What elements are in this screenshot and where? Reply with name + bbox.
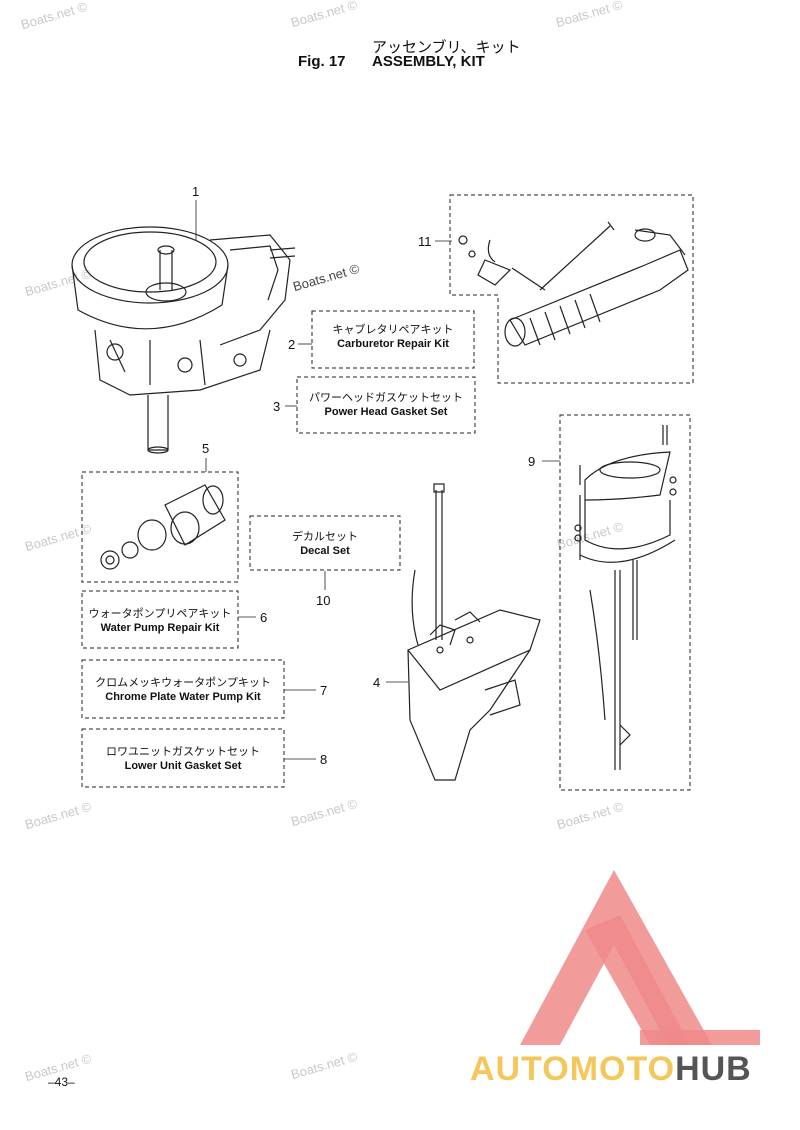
page-number: –43– [48,1075,75,1089]
kit-label-chrome: クロムメッキウォータポンプキット Chrome Plate Water Pump… [82,676,284,704]
kit-jp: パワーヘッドガスケットセット [309,392,463,404]
kit-jp: デカルセット [292,531,358,543]
kit-label-lowerunit: ロワユニットガスケットセット Lower Unit Gasket Set [82,745,284,773]
kit-label-carburetor: キャブレタリペアキット Carburetor Repair Kit [312,323,474,351]
kit-jp: キャブレタリペアキット [332,324,454,336]
title-english: ASSEMBLY, KIT [372,53,485,70]
kit-jp: ウォータポンプリペアキット [88,608,232,620]
callout-1: 1 [192,184,200,199]
kit-en: Lower Unit Gasket Set [124,760,242,772]
kit-jp: ロワユニットガスケットセット [106,746,260,758]
callout-9: 9 [528,454,536,469]
kit-en: Water Pump Repair Kit [100,622,220,634]
kit-en: Chrome Plate Water Pump Kit [105,691,261,703]
kit-en: Power Head Gasket Set [324,406,448,418]
bracket-drawing [574,425,677,770]
brand-part2: HUB [675,1050,752,1088]
callout-5: 5 [202,441,210,456]
brand-part1: AUTOMOTO [470,1050,676,1088]
callout-10: 10 [316,593,331,608]
callout-8: 8 [320,752,328,767]
powerhead-drawing [71,226,296,454]
kit-label-decal: デカルセット Decal Set [250,530,400,558]
callout-7: 7 [320,683,328,698]
kit-label-powerhead: パワーヘッドガスケットセット Power Head Gasket Set [297,391,475,419]
callout-4: 4 [373,675,381,690]
brand-logo [520,870,760,1045]
callout-3: 3 [273,399,281,414]
kit-jp: クロムメッキウォータポンプキット [95,677,271,689]
kit-label-waterpump: ウォータポンプリペアキット Water Pump Repair Kit [82,607,238,635]
callout-2: 2 [288,337,296,352]
kit-en: Decal Set [300,545,350,557]
callout-6: 6 [260,610,268,625]
water-pump-drawing [100,484,226,570]
lower-unit-drawing [407,483,541,781]
callout-11: 11 [418,234,432,249]
tiller-drawing [458,221,689,347]
figure-label: Fig. 17 [298,53,346,70]
brand-wordmark: AUTOMOTOHUB [470,1050,752,1089]
kit-en: Carburetor Repair Kit [337,338,449,350]
title-japanese: アッセンブリ、キット [372,39,521,56]
